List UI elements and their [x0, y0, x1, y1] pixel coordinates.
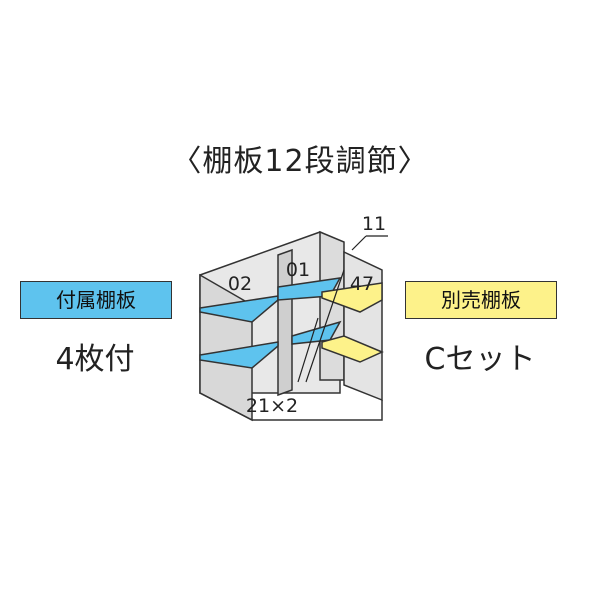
- included-shelves-count: 4枚付: [55, 342, 135, 377]
- leader-21-b: [305, 269, 345, 383]
- included-shelf-lower-left: [199, 341, 279, 369]
- included-shelves-badge: 付属棚板: [20, 281, 172, 319]
- page-title: 〈棚板12段調節〉: [171, 144, 429, 179]
- sold-separately-badge: 別売棚板: [405, 281, 557, 319]
- leader-11: [351, 235, 367, 251]
- label-21x2: 21×2: [246, 395, 298, 417]
- leader-21-a: [297, 317, 319, 383]
- label-02: 02: [228, 273, 252, 295]
- label-01: 01: [286, 259, 310, 281]
- floor-line: [199, 392, 383, 421]
- label-47: 47: [350, 273, 374, 295]
- label-11: 11: [362, 213, 386, 235]
- included-shelf-upper-left: [199, 295, 279, 323]
- sold-separately-set: Cセット: [424, 342, 536, 377]
- sold-shelf-lower: [321, 335, 384, 363]
